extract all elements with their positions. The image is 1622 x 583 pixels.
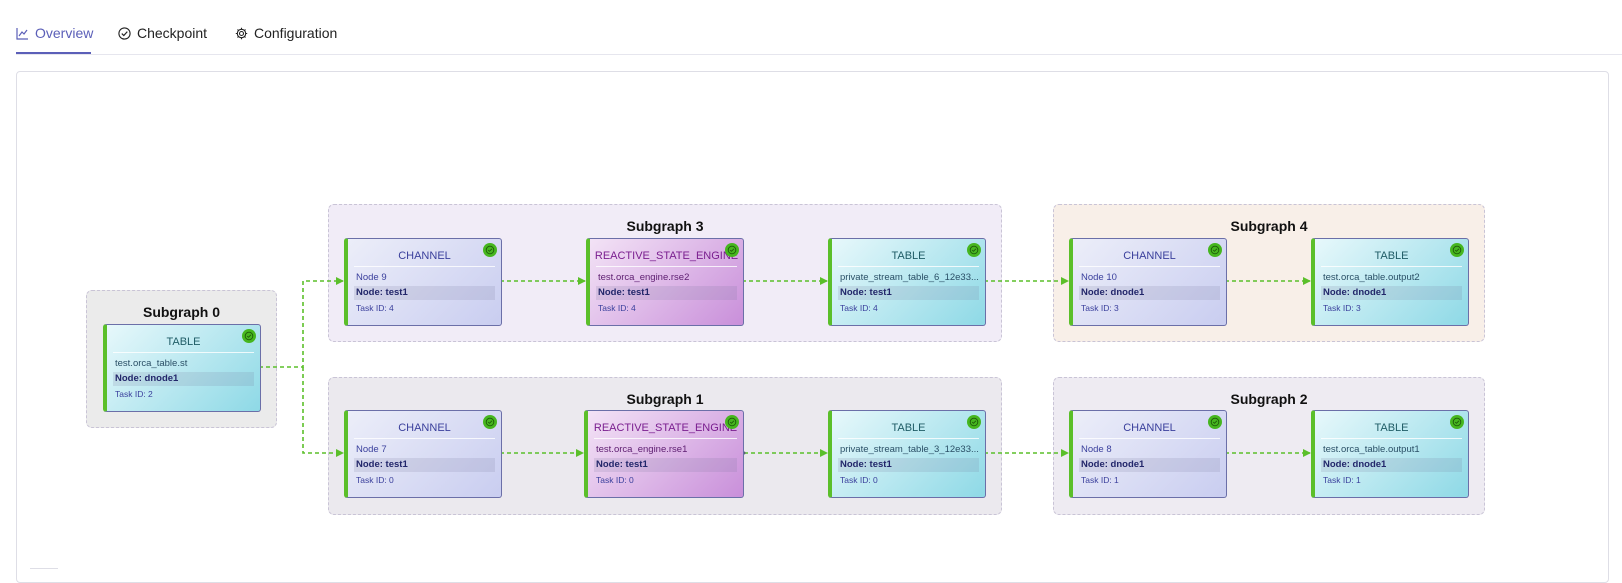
node-name: test.orca_engine.rse2 xyxy=(598,272,690,283)
status-ok-icon xyxy=(1450,243,1464,257)
tabs-divider xyxy=(16,54,1622,55)
node-divider xyxy=(838,266,979,267)
node-name: test.orca_table.st xyxy=(115,358,188,369)
node-host: Node: test1 xyxy=(354,286,495,300)
node-divider xyxy=(594,438,737,439)
status-ok-icon xyxy=(1208,243,1222,257)
node-type: CHANNEL xyxy=(1123,250,1176,262)
node-host: Node: dnode1 xyxy=(1079,458,1220,472)
status-ok-icon xyxy=(967,415,981,429)
graph-node-channel[interactable]: CHANNEL Node 10 Node: dnode1 Task ID: 3 xyxy=(1069,238,1227,326)
subgraph-title: Subgraph 3 xyxy=(626,218,704,234)
status-ok-icon xyxy=(242,329,256,343)
edge-table-st-to-node9 xyxy=(259,277,344,368)
node-type: CHANNEL xyxy=(398,422,451,434)
node-name: test.orca_table.output1 xyxy=(1323,444,1420,455)
node-task-id: Task ID: 0 xyxy=(840,475,878,485)
node-type: TABLE xyxy=(166,336,201,348)
graph-node-channel[interactable]: CHANNEL Node 7 Node: test1 Task ID: 0 xyxy=(344,410,502,498)
node-name: private_stream_table_6_12e33... xyxy=(840,272,979,283)
graph-node-table[interactable]: TABLE test.orca_table.output2 Node: dnod… xyxy=(1311,238,1469,326)
graph-node-channel[interactable]: CHANNEL Node 8 Node: dnode1 Task ID: 1 xyxy=(1069,410,1227,498)
node-divider xyxy=(1321,266,1462,267)
edge-table-st-to-node7 xyxy=(302,367,344,457)
graph-node-table[interactable]: TABLE private_stream_table_3_12e33... No… xyxy=(828,410,986,498)
tab-configuration[interactable]: Configuration xyxy=(235,22,337,44)
line-chart-icon xyxy=(16,27,29,40)
node-divider xyxy=(113,352,254,353)
graph-node-channel[interactable]: CHANNEL Node 9 Node: test1 Task ID: 4 xyxy=(344,238,502,326)
graph-node-table[interactable]: TABLE test.orca_table.st Node: dnode1 Ta… xyxy=(103,324,261,412)
status-ok-icon xyxy=(483,415,497,429)
node-host: Node: test1 xyxy=(838,286,979,300)
node-type: REACTIVE_STATE_ENGINE xyxy=(593,422,738,434)
node-divider xyxy=(596,266,737,267)
node-host: Node: test1 xyxy=(838,458,979,472)
tab-label: Configuration xyxy=(254,25,338,41)
subgraph-title: Subgraph 0 xyxy=(142,304,220,320)
node-host: Node: dnode1 xyxy=(113,372,254,386)
node-divider xyxy=(1079,266,1220,267)
subgraph-title: Subgraph 1 xyxy=(626,391,704,407)
graph-node-reactive-state-engine[interactable]: REACTIVE_STATE_ENGINE test.orca_engine.r… xyxy=(584,410,744,498)
active-tab-indicator xyxy=(16,52,91,54)
status-ok-icon xyxy=(967,243,981,257)
check-circle-icon xyxy=(118,26,131,40)
graph-node-table[interactable]: TABLE test.orca_table.output1 Node: dnod… xyxy=(1311,410,1469,498)
node-task-id: Task ID: 0 xyxy=(356,475,394,485)
node-name: private_stream_table_3_12e33... xyxy=(840,444,979,455)
node-type: CHANNEL xyxy=(1123,422,1176,434)
tab-checkpoint[interactable]: Checkpoint xyxy=(118,22,207,44)
node-task-id: Task ID: 1 xyxy=(1081,475,1119,485)
node-type: TABLE xyxy=(1374,422,1409,434)
node-host: Node: dnode1 xyxy=(1321,286,1462,300)
view-tabs: Overview Checkpoint Configuration xyxy=(0,0,1610,54)
node-task-id: Task ID: 3 xyxy=(1323,303,1361,313)
node-host: Node: test1 xyxy=(596,286,737,300)
subgraph-title: Subgraph 4 xyxy=(1230,218,1308,234)
canvas-corner-control xyxy=(30,568,58,575)
node-divider xyxy=(1079,438,1220,439)
node-type: TABLE xyxy=(1374,250,1409,262)
node-type: TABLE xyxy=(891,250,926,262)
node-name: test.orca_engine.rse1 xyxy=(596,444,688,455)
graph-node-reactive-state-engine[interactable]: REACTIVE_STATE_ENGINE test.orca_engine.r… xyxy=(586,238,744,326)
node-task-id: Task ID: 4 xyxy=(840,303,878,313)
tab-overview[interactable]: Overview xyxy=(16,22,93,44)
node-divider xyxy=(838,438,979,439)
status-ok-icon xyxy=(725,243,739,257)
node-task-id: Task ID: 3 xyxy=(1081,303,1119,313)
node-type: TABLE xyxy=(891,422,926,434)
node-divider xyxy=(1321,438,1462,439)
node-name: Node 7 xyxy=(356,444,387,455)
gear-icon xyxy=(235,27,248,40)
subgraph-title: Subgraph 2 xyxy=(1230,391,1308,407)
node-divider xyxy=(354,438,495,439)
status-ok-icon xyxy=(483,243,497,257)
node-task-id: Task ID: 4 xyxy=(356,303,394,313)
node-divider xyxy=(354,266,495,267)
node-task-id: Task ID: 1 xyxy=(1323,475,1361,485)
node-name: Node 8 xyxy=(1081,444,1112,455)
graph-node-table[interactable]: TABLE private_stream_table_6_12e33... No… xyxy=(828,238,986,326)
node-name: Node 10 xyxy=(1081,272,1117,283)
node-host: Node: test1 xyxy=(594,458,737,472)
node-type: CHANNEL xyxy=(398,250,451,262)
node-host: Node: test1 xyxy=(354,458,495,472)
node-task-id: Task ID: 4 xyxy=(598,303,636,313)
node-host: Node: dnode1 xyxy=(1321,458,1462,472)
tab-label: Checkpoint xyxy=(137,25,208,41)
status-ok-icon xyxy=(1450,415,1464,429)
node-name: Node 9 xyxy=(356,272,387,283)
node-task-id: Task ID: 0 xyxy=(596,475,634,485)
status-ok-icon xyxy=(1208,415,1222,429)
node-host: Node: dnode1 xyxy=(1079,286,1220,300)
tab-label: Overview xyxy=(35,25,94,41)
node-name: test.orca_table.output2 xyxy=(1323,272,1420,283)
node-task-id: Task ID: 2 xyxy=(115,389,153,399)
status-ok-icon xyxy=(725,415,739,429)
node-type: REACTIVE_STATE_ENGINE xyxy=(594,250,739,262)
